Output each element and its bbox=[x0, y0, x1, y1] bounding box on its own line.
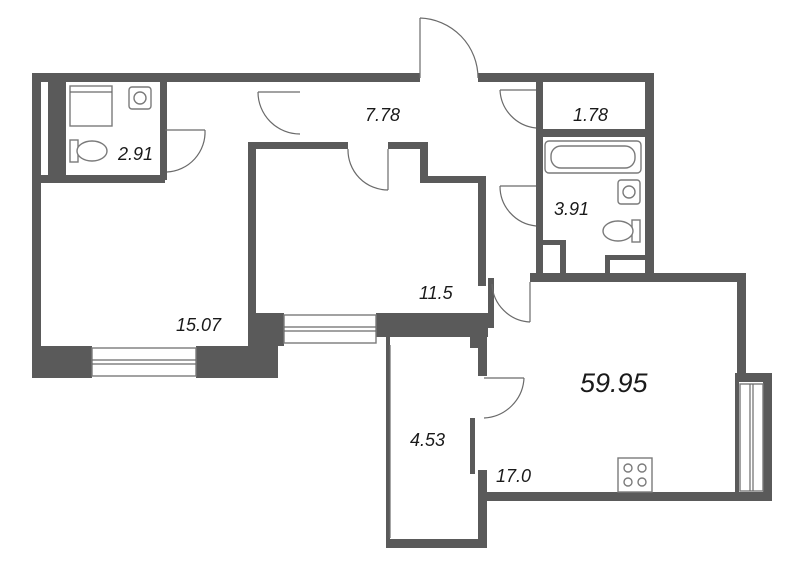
shower-tray bbox=[69, 85, 113, 127]
total-area: 59.95 bbox=[580, 368, 649, 398]
area-balcony: 4.53 bbox=[410, 430, 445, 450]
area-storage: 1.78 bbox=[573, 105, 608, 125]
area-bedroom-large: 15.07 bbox=[176, 315, 222, 335]
windows bbox=[91, 314, 764, 538]
doors bbox=[165, 17, 537, 419]
area-hallway: 7.78 bbox=[365, 105, 400, 125]
area-bathroom-1: 2.91 bbox=[117, 144, 153, 164]
area-bedroom-small: 11.5 bbox=[419, 283, 454, 303]
walls bbox=[32, 73, 772, 548]
toilet bbox=[602, 220, 634, 242]
toilet bbox=[76, 140, 108, 162]
area-bathroom-2: 3.91 bbox=[554, 199, 589, 219]
stove bbox=[617, 457, 653, 493]
area-living-kitchen: 17.0 bbox=[496, 466, 531, 486]
bathroom-2-fixtures bbox=[544, 140, 642, 243]
bathroom-1-fixtures bbox=[69, 85, 152, 163]
